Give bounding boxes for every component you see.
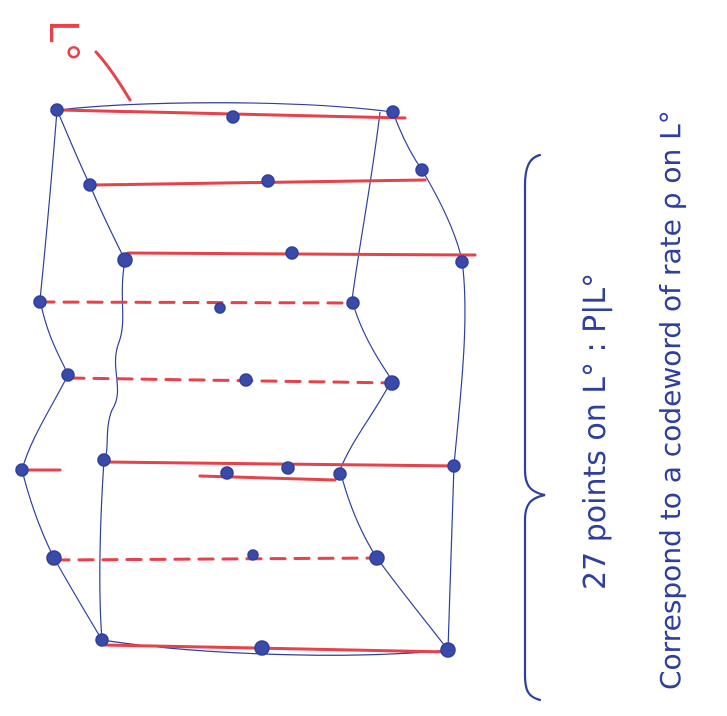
red-dash-8: [53, 556, 380, 562]
frame-edge-inner-1: [351, 111, 381, 301]
point: [333, 467, 347, 481]
red-dash-4: [38, 300, 357, 305]
caption-line-2: Correspond to a codeword of rate ρ on L°: [654, 110, 687, 690]
red-line-6: [102, 460, 460, 468]
frame-edge-inner-3: [339, 379, 393, 471]
point: [285, 246, 299, 260]
red-dash-5: [68, 376, 397, 385]
point: [61, 368, 75, 382]
frame-edge-left-4: [21, 469, 55, 559]
frame-edge-right-2: [421, 169, 463, 261]
points: [15, 103, 469, 658]
frame-edge-right-1: [392, 111, 423, 171]
point: [46, 550, 62, 566]
point: [386, 105, 400, 119]
point: [33, 295, 47, 309]
point: [83, 178, 97, 192]
point: [346, 296, 360, 310]
point: [50, 103, 64, 117]
point: [239, 373, 253, 387]
point: [384, 375, 400, 391]
point: [117, 252, 133, 268]
point: [447, 459, 461, 473]
frame-edge-inner-2: [351, 299, 393, 381]
point: [254, 640, 270, 656]
frame-edge-left-1: [39, 109, 58, 301]
frame-edge-left-3: [21, 374, 69, 471]
point: [226, 110, 240, 124]
point: [369, 550, 385, 566]
frame-edge-right-4: [447, 464, 455, 651]
red-lines-solid: [20, 108, 477, 654]
red-line-9: [102, 643, 452, 654]
red-lines-dashed: [38, 300, 397, 562]
red-line-6b: [198, 474, 337, 482]
frame-edge-inner-4: [339, 469, 378, 559]
point: [214, 302, 226, 314]
red-line-2: [90, 178, 427, 187]
red-line-3: [126, 251, 477, 257]
point: [455, 255, 469, 269]
frame-edge-left-2: [39, 299, 69, 376]
frame-edge-inner-5: [376, 557, 449, 651]
point: [440, 642, 456, 658]
label-pointer: [94, 50, 132, 102]
point: [261, 174, 275, 188]
frame-edge-left-5: [53, 557, 103, 641]
frame-edge-right-3: [453, 259, 466, 466]
caption-line-1: 27 points on L° : P|L°: [578, 273, 613, 590]
point: [415, 163, 429, 177]
point: [220, 466, 234, 480]
frame-edge-wavy: [103, 259, 126, 461]
frame-edge-vert-low: [99, 459, 105, 641]
point: [15, 463, 29, 477]
frame-edge-diag-1: [56, 109, 91, 186]
frame-edge-diag-2: [89, 184, 126, 261]
brace: [523, 153, 546, 702]
point: [95, 633, 109, 647]
point: [97, 453, 111, 467]
frame-edge-top: [56, 102, 394, 113]
point: [281, 461, 295, 475]
point: [247, 549, 259, 561]
top-label: L°: [40, 20, 86, 62]
